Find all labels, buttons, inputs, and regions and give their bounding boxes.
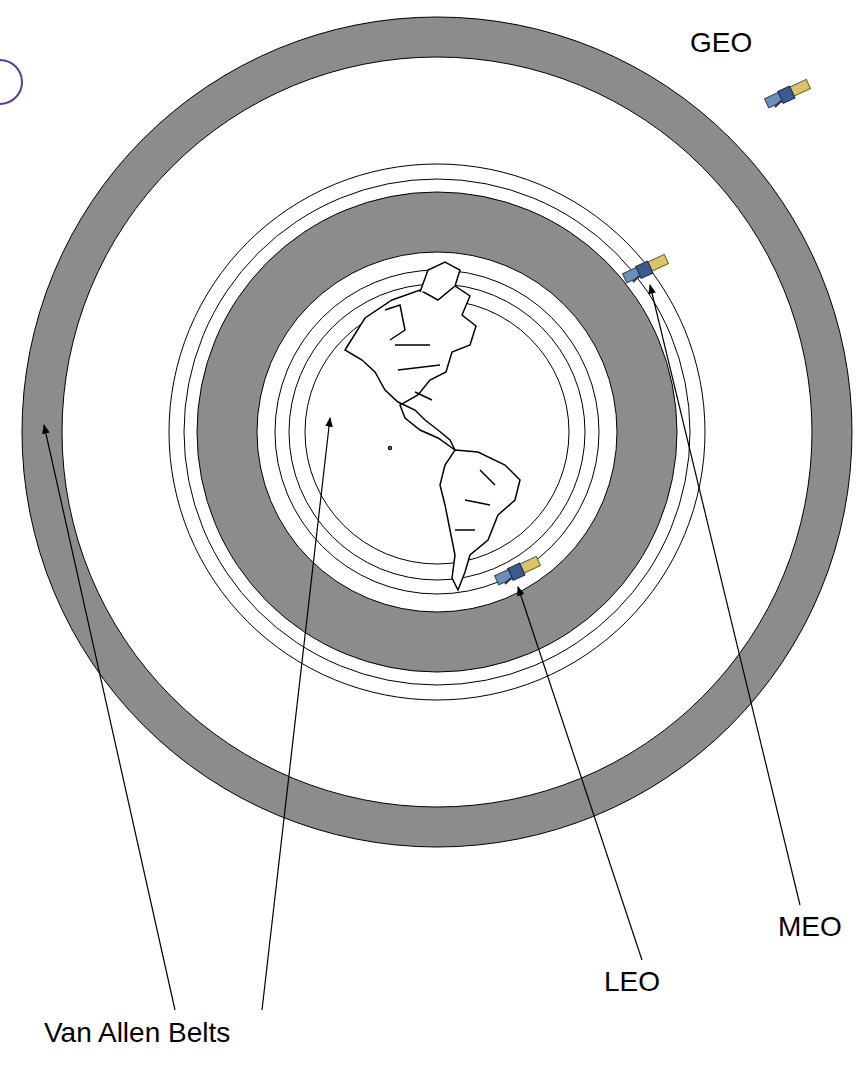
leo-satellite [495, 556, 541, 585]
belt-label: Van Allen Belts [44, 1018, 230, 1049]
leader-line [650, 285, 800, 905]
orbit-line [275, 270, 599, 594]
americas-map [345, 262, 520, 590]
orbit-line [169, 164, 705, 700]
leader-line [44, 425, 175, 1010]
orbit-label: LEO [604, 967, 660, 998]
meo-satellite [623, 254, 669, 283]
orbit-label: GEO [690, 28, 752, 59]
inner-belt [227, 222, 647, 642]
orbit-label: MEO [778, 912, 842, 943]
outer-belt [42, 37, 832, 827]
edge-arc [0, 60, 22, 104]
leader-line [518, 587, 642, 960]
leader-line [262, 418, 330, 1010]
geo-satellite [765, 79, 811, 108]
